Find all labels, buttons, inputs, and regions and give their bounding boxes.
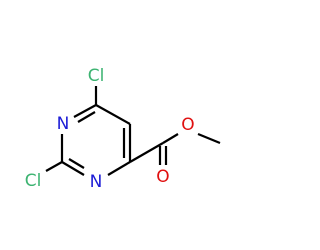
structure-canvas: Cl N Cl N O O [24, 66, 221, 192]
oxygen-atom-ester: O [181, 115, 194, 135]
oxygen-atom-carbonyl: O [156, 167, 169, 187]
nitrogen-atom-upper: N [57, 114, 70, 134]
bond-c2-n3 [61, 161, 85, 176]
molecule-diagram: Cl N Cl N O O [25, 66, 221, 192]
bonds [45, 86, 221, 176]
bond-o-methyl [197, 132, 221, 145]
atoms: Cl N Cl N O O [25, 66, 195, 192]
bond-c6-n1 [73, 104, 97, 118]
nitrogen-atom-lower: N [90, 172, 103, 192]
bond-c6-c5 [95, 104, 131, 125]
bond-c6-n1-inner [77, 111, 96, 123]
chlorine-atom-left: Cl [25, 171, 42, 191]
bond-n3-c4 [107, 161, 131, 176]
bond-c2-n3-inner [68, 158, 85, 169]
bond-c4-carbonyl [129, 142, 164, 163]
bond-carbonyl-o-ester [162, 133, 179, 144]
chlorine-atom-top: Cl [88, 66, 105, 86]
bond-c2-cl [45, 161, 63, 172]
